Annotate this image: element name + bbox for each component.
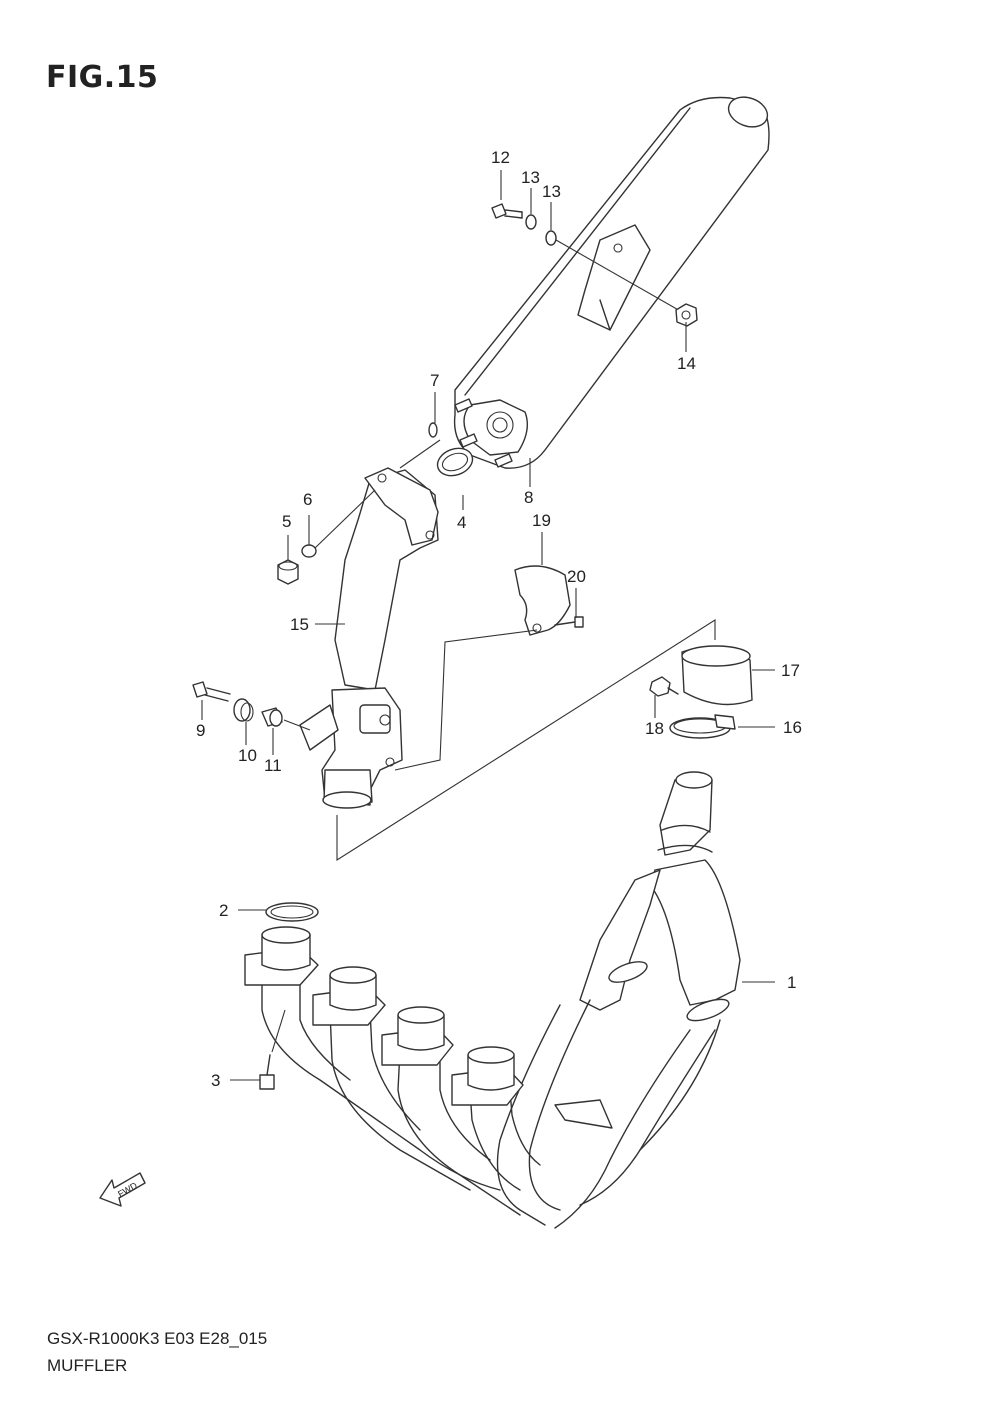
gasket-7 [428,422,438,438]
bolt-12 [491,203,523,219]
callout-3: 3 [211,1071,220,1090]
callout-19: 19 [532,511,551,530]
callout-15: 15 [290,615,309,634]
callout-13a: 13 [521,168,540,187]
figure-title: FIG.15 [46,60,159,95]
callout-4: 4 [457,513,466,532]
leader-lines [201,170,775,1081]
nut-14 [675,303,698,327]
washer-10 [233,698,254,722]
muffler-body [453,96,770,469]
callout-9: 9 [196,721,205,740]
figure-name: MUFFLER [47,1356,128,1375]
bolt-18 [649,676,679,697]
gasket-4 [436,447,474,477]
callout-14: 14 [677,354,696,373]
callout-8: 8 [524,488,533,507]
fwd-arrow-icon: FWD [99,1172,146,1207]
connecting-pipe-15 [299,467,439,809]
callout-20: 20 [567,567,586,586]
callout-5: 5 [282,512,291,531]
callout-2: 2 [219,901,228,920]
callout-10: 10 [238,746,257,765]
bolt-3 [259,1009,286,1090]
callout-11: 11 [264,756,282,775]
callout-18: 18 [645,719,664,738]
callout-6: 6 [303,490,312,509]
clamp-16 [669,714,736,739]
washer-13a [525,214,537,230]
gasket-2 [265,902,319,922]
callout-12: 12 [491,148,510,167]
model-code: GSX-R1000K3 E03 E28_015 [47,1329,268,1348]
callout-17: 17 [781,661,800,680]
washer-6 [301,544,317,558]
callout-7: 7 [430,371,439,390]
grommet-11 [261,707,283,727]
bolt-9 [192,681,231,702]
washer-13b [545,230,557,246]
sleeve-17 [681,645,753,706]
exhaust-header-1 [244,771,741,1229]
bolt-20 [554,616,584,628]
flange-studs [454,398,513,468]
callout-13b: 13 [542,182,561,201]
callout-1: 1 [787,973,796,992]
nut-5 [277,559,299,585]
callout-16: 16 [783,718,802,737]
